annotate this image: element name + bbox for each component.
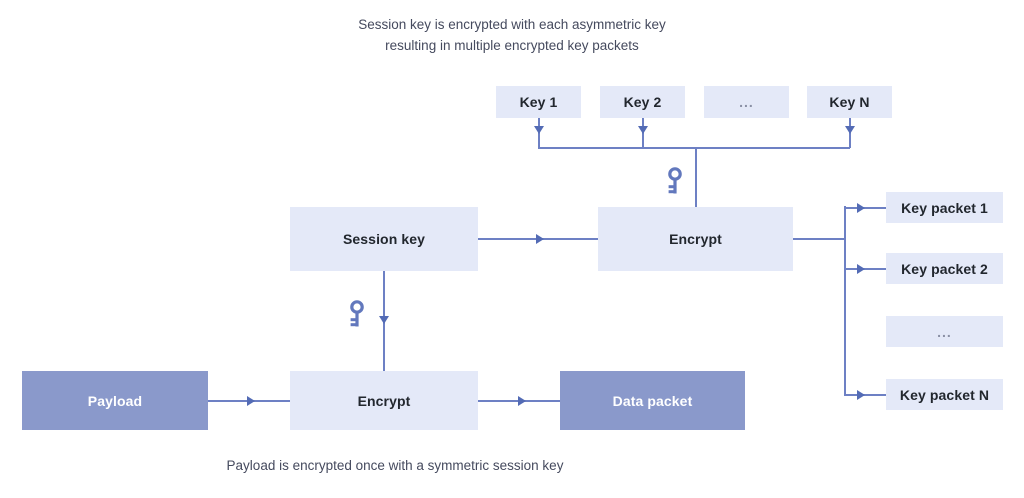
node-encrypt-upper[interactable]: Encrypt [598,207,793,271]
arrowhead-keypacket-2 [857,264,865,274]
top-caption-line-2: resulting in multiple encrypted key pack… [385,38,639,53]
arrowhead-sessionkey-to-encrypt [536,234,544,244]
node-session-key-label: Session key [342,231,426,247]
node-encrypt-upper-label: Encrypt [669,231,722,247]
key-box-2[interactable]: Key 2 [600,86,685,118]
arrowhead-payload-to-encrypt [247,396,255,406]
key-icon-lower [347,300,365,330]
node-session-key[interactable]: Session key [290,207,478,271]
arrowhead-keyn-down [845,126,855,134]
node-payload-label: Payload [87,392,143,409]
key-box-n-label: Key N [829,94,870,110]
node-data-packet[interactable]: Data packet [560,371,745,430]
node-key-packet-1[interactable]: Key packet 1 [886,192,1003,223]
key-box-ellipsis-label: ... [739,94,754,110]
arrowhead-encrypt-to-datapacket [518,396,526,406]
node-payload[interactable]: Payload [22,371,208,430]
node-key-packet-2-label: Key packet 2 [901,260,988,277]
key-box-n[interactable]: Key N [807,86,892,118]
node-encrypt-lower-label: Encrypt [357,392,411,409]
node-key-packet-n-label: Key packet N [899,386,990,403]
connector-branch-keypacket-1 [844,207,886,209]
node-key-packet-1-label: Key packet 1 [901,199,988,216]
node-encrypt-lower[interactable]: Encrypt [290,371,478,430]
key-icon-upper [665,167,683,197]
node-data-packet-label: Data packet [612,392,693,409]
connector-branch-keypacket-n [844,394,886,396]
arrowhead-keypacket-1 [857,203,865,213]
key-box-1-label: Key 1 [519,94,558,110]
arrowhead-key2-down [638,126,648,134]
node-key-packet-ellipsis-label: ... [937,323,952,340]
key-box-ellipsis: ... [704,86,789,118]
key-box-1[interactable]: Key 1 [496,86,581,118]
node-key-packet-n[interactable]: Key packet N [886,379,1003,410]
top-caption-line-1: Session key is encrypted with each asymm… [358,17,666,32]
arrowhead-keypacket-n [857,390,865,400]
node-key-packet-2[interactable]: Key packet 2 [886,253,1003,284]
arrowhead-sessionkey-down [379,316,389,324]
connector-branch-keypacket-2 [844,268,886,270]
connector-key-bus [538,147,850,149]
connector-encrypt-upper-out [793,238,845,240]
connector-keypacket-trunk [844,206,846,396]
arrowhead-key1-down [534,126,544,134]
connector-bus-to-encrypt-upper [695,147,697,207]
bottom-caption: Payload is encrypted once with a symmetr… [226,458,564,473]
key-box-2-label: Key 2 [623,94,662,110]
node-key-packet-ellipsis: ... [886,316,1003,347]
